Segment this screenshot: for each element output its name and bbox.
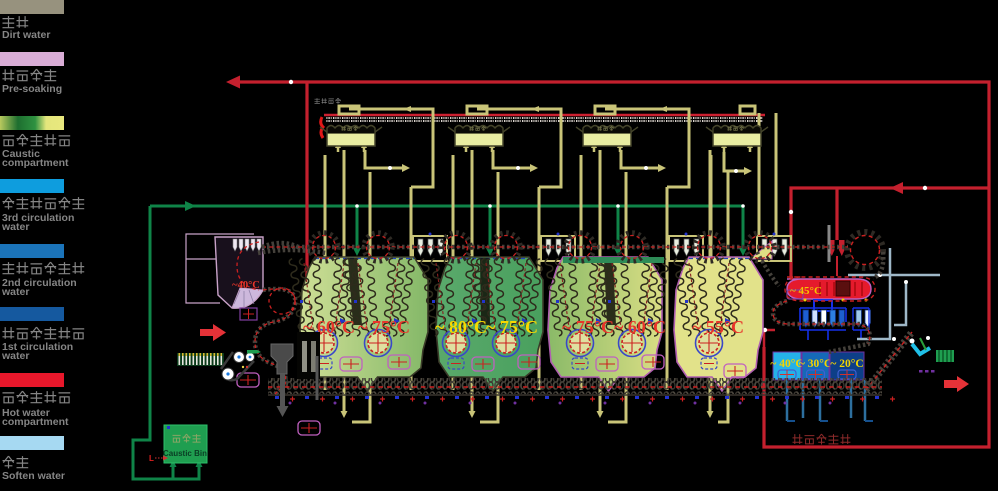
svg-text:~ 75°C: ~ 75°C (358, 317, 410, 337)
svg-text:~ 55°C: ~ 55°C (692, 317, 744, 337)
svg-text:1st circulation: 1st circulation (2, 341, 73, 353)
svg-text:3rd circulation: 3rd circulation (2, 212, 74, 224)
svg-text:water: water (1, 350, 29, 362)
svg-text:2nd circulation: 2nd circulation (2, 277, 77, 289)
svg-text:~ 60°C: ~ 60°C (614, 317, 666, 337)
svg-text:compartment: compartment (2, 416, 69, 428)
svg-text:Hot water: Hot water (2, 407, 50, 419)
svg-text:Pre-soaking: Pre-soaking (2, 83, 62, 95)
svg-text:L: L (149, 454, 154, 463)
svg-text:~ 30°C: ~ 30°C (799, 358, 832, 370)
svg-text:Caustic: Caustic (2, 148, 40, 160)
svg-text:water: water (1, 286, 29, 298)
svg-text:Caustic Bin: Caustic Bin (163, 449, 207, 458)
svg-text:~ 75°C: ~ 75°C (486, 317, 538, 337)
svg-text:~ 80°C: ~ 80°C (435, 317, 487, 337)
svg-text:compartment: compartment (2, 157, 69, 169)
svg-text:water: water (1, 221, 29, 233)
svg-text:~ 75°C: ~ 75°C (562, 317, 614, 337)
svg-text:Soften water: Soften water (2, 470, 65, 482)
svg-text:~40°C: ~40°C (232, 280, 260, 291)
svg-text:~ 45°C: ~ 45°C (790, 285, 822, 297)
svg-text:~ 40°C: ~ 40°C (770, 358, 803, 370)
svg-text:~ 20°C: ~ 20°C (830, 358, 863, 370)
svg-text:Dirt water: Dirt water (2, 29, 50, 41)
